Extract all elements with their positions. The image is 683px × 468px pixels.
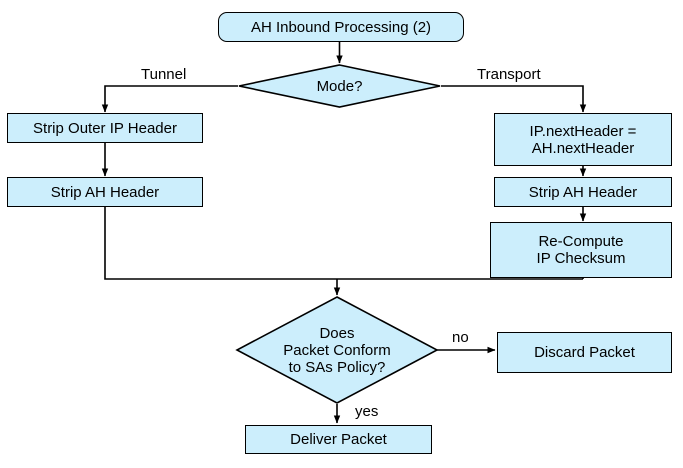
node-strip-ah-header-tunnel[interactable]: Strip AH Header	[7, 177, 203, 207]
edge-label-tunnel: Tunnel	[141, 66, 187, 83]
edge-tunnel-merge	[104, 206, 337, 280]
edge-mode-tunnel	[101, 85, 238, 113]
node-ip-nextheader-assign[interactable]: IP.nextHeader = AH.nextHeader	[494, 113, 672, 166]
node-strip-outer-ip-header[interactable]: Strip Outer IP Header	[7, 113, 203, 143]
edge-label-no: no	[452, 329, 469, 346]
decision-mode[interactable]: Mode?	[238, 64, 441, 108]
node-discard-packet[interactable]: Discard Packet	[497, 332, 672, 373]
decision-conform-shape	[235, 296, 439, 404]
decision-mode-shape	[238, 64, 441, 108]
decision-conform-label: Does Packet Conform to SAs Policy?	[283, 324, 391, 376]
decision-mode-label: Mode?	[316, 77, 363, 95]
node-strip-ah-header-transport[interactable]: Strip AH Header	[494, 177, 672, 207]
decision-sa-policy-conform[interactable]: Does Packet Conform to SAs Policy?	[235, 296, 439, 404]
edge-label-transport: Transport	[477, 66, 541, 83]
node-ah-inbound-processing[interactable]: AH Inbound Processing (2)	[218, 12, 464, 42]
node-recompute-ip-checksum[interactable]: Re-Compute IP Checksum	[490, 222, 672, 278]
edge-mode-transport	[441, 85, 587, 113]
edge-label-yes: yes	[355, 403, 379, 420]
node-deliver-packet[interactable]: Deliver Packet	[245, 425, 432, 454]
